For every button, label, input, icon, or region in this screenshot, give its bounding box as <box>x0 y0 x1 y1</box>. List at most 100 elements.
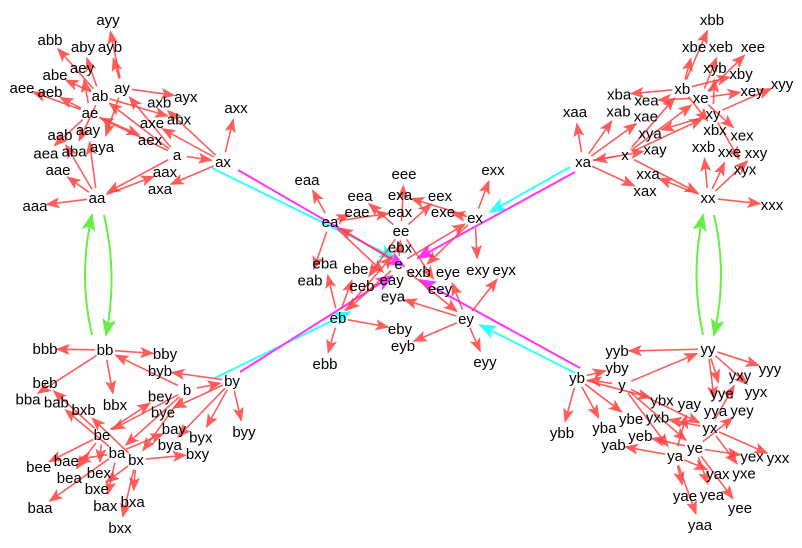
edge-eb-ebe <box>340 278 353 309</box>
node-yb: yb <box>569 370 585 387</box>
edge-a-aa <box>106 159 169 194</box>
edge-ya-yab <box>623 443 666 455</box>
edge-ae-aex <box>98 116 141 136</box>
edge-bb-bba <box>36 354 98 395</box>
edge-xa-xax <box>591 165 636 187</box>
node-xxb: xxb <box>692 139 715 156</box>
node-axe: axe <box>140 115 164 132</box>
edge-eb-eba <box>325 273 337 309</box>
edge-ex-exy <box>470 227 483 260</box>
edge-yy-yyb <box>627 345 699 357</box>
node-bxx: bxx <box>108 520 132 537</box>
edge-x-xb <box>630 96 676 148</box>
node-xex: xex <box>730 128 754 145</box>
edge-ye-yea <box>697 457 709 486</box>
node-yxy: yxy <box>729 367 752 384</box>
edge-yb-ybx <box>586 379 652 400</box>
node-x: x <box>621 147 629 164</box>
node-eee: eee <box>391 166 416 183</box>
node-ee: ee <box>393 223 410 240</box>
edge-xb-xbe <box>681 57 693 80</box>
node-aay: aay <box>76 122 101 139</box>
edge-aa-aae <box>66 176 90 193</box>
edge-xy-xya <box>659 116 704 132</box>
edge-xx-xxe <box>711 161 726 190</box>
node-yaa: yaa <box>688 517 713 534</box>
node-eyx: eyx <box>493 262 517 279</box>
edge-bb-bby <box>114 346 155 359</box>
cycle-xx-yy <box>692 213 707 336</box>
edge-by-byb <box>170 368 223 381</box>
edge-eb-ebb <box>326 327 338 354</box>
node-bb: bb <box>97 342 114 359</box>
node-yyy: yyy <box>759 361 782 378</box>
node-aab: aab <box>47 127 72 144</box>
node-xbb: xbb <box>700 12 724 29</box>
node-bey: bey <box>148 389 173 406</box>
edge-ax-axe <box>161 128 215 158</box>
node-ayx: ayx <box>174 89 198 106</box>
edge-bx-bxx <box>120 469 135 518</box>
node-aby: aby <box>71 39 96 56</box>
edge-bx-bxb <box>91 417 130 454</box>
edge-ay-ayx <box>131 87 176 100</box>
cross-links <box>81 166 725 379</box>
node-byy: byy <box>232 424 256 441</box>
node-ye: ye <box>687 440 703 457</box>
node-aeb: aeb <box>37 84 62 101</box>
edge-b-ba <box>124 396 181 447</box>
node-byx: byx <box>189 429 213 446</box>
node-ey: ey <box>458 311 474 328</box>
node-xe: xe <box>693 90 709 107</box>
node-bya: bya <box>158 437 183 454</box>
edge-ye-yeb <box>650 435 686 447</box>
link-yb-ey <box>418 279 581 369</box>
node-xbx: xbx <box>703 122 727 139</box>
edge-yx-yxe <box>715 435 738 465</box>
node-eb: eb <box>330 310 347 327</box>
node-yae: yae <box>673 488 697 505</box>
node-be: be <box>94 427 111 444</box>
node-yex: yex <box>740 449 764 466</box>
edge-ee-eey <box>405 239 435 281</box>
edge-xy-xyx <box>717 122 740 161</box>
node-eyy: eyy <box>473 354 497 371</box>
node-xxe: xxe <box>718 144 741 161</box>
node-ebb: ebb <box>312 356 337 373</box>
node-xy: xy <box>706 106 722 123</box>
edge-y-yy <box>630 352 699 382</box>
edge-ya-yae <box>673 465 685 486</box>
node-yy: yy <box>701 341 717 358</box>
edge-be-bex <box>95 444 107 464</box>
edge-bb-bbb <box>55 343 96 356</box>
node-xba: xba <box>607 87 632 104</box>
node-bye: bye <box>151 405 175 422</box>
node-eby: eby <box>388 321 413 338</box>
edge-ab-aba <box>78 104 97 143</box>
node-aya: aya <box>90 139 115 156</box>
node-ba: ba <box>109 445 126 462</box>
edge-be-beb <box>52 390 96 429</box>
edge-aa-aab <box>65 143 93 190</box>
edge-ea-eaa <box>311 189 326 214</box>
node-xeb: xeb <box>709 39 733 56</box>
edge-be-bey <box>109 402 152 431</box>
node-exe: exe <box>431 204 455 221</box>
node-xab: xab <box>606 103 630 120</box>
edge-ay-ayy <box>107 30 121 79</box>
edge-ey-eya <box>402 298 457 317</box>
node-eya: eya <box>381 288 406 305</box>
link-xa-ebx <box>416 171 576 259</box>
edge-ey-eyy <box>469 327 481 353</box>
node-yax: yax <box>706 466 730 483</box>
node-yee: yee <box>728 500 752 517</box>
node-ya: ya <box>667 448 684 465</box>
cycle-aa-bb <box>81 213 96 336</box>
node-beb: beb <box>32 375 57 392</box>
node-ybx: ybx <box>650 393 674 410</box>
node-byb: byb <box>148 363 172 380</box>
node-aax: aax <box>153 164 178 181</box>
edge-xy-xyy <box>721 88 773 111</box>
edge-y-yb <box>587 376 613 388</box>
